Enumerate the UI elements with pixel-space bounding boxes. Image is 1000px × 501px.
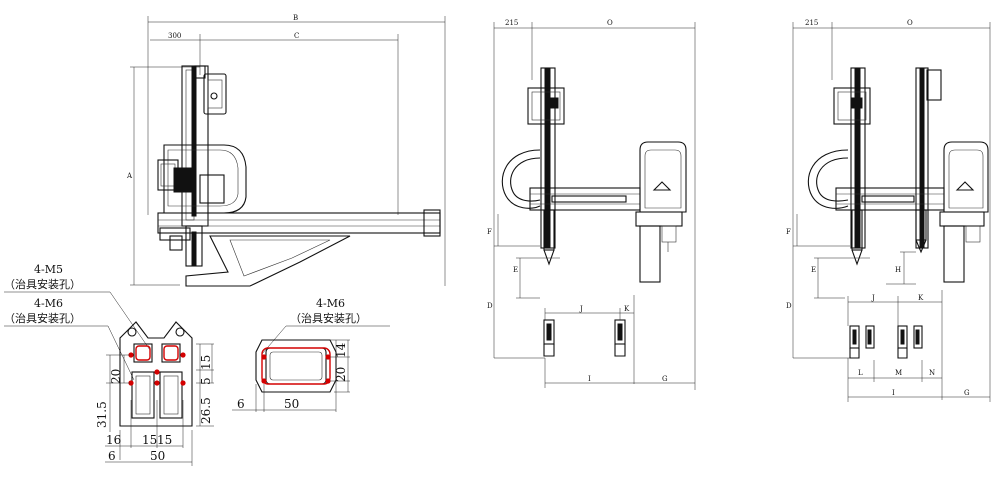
dim-50: 50 (284, 397, 299, 411)
dim-14: 14 (334, 342, 348, 358)
dim-215: 215 (805, 19, 818, 27)
front-view-2: 215 O F D E (786, 19, 991, 402)
callout-m6: 4-M6 (34, 297, 63, 310)
dim-31-5: 31.5 (95, 401, 109, 428)
dim-I: I (588, 375, 591, 383)
dim-E: E (811, 266, 816, 274)
dim-6: 6 (108, 449, 116, 463)
dim-16: 16 (106, 433, 121, 447)
dim-O: O (607, 19, 613, 27)
callout-m6-sub: （治具安装孔） (4, 311, 81, 325)
gripper-pair-right (897, 325, 923, 359)
dim-F: F (487, 228, 492, 236)
dim-15a: 15 (142, 433, 157, 447)
dim-K: K (624, 305, 630, 313)
dim-6: 6 (237, 397, 245, 411)
dim-D: D (786, 302, 792, 310)
gripper-left (543, 319, 555, 357)
dim-300: 300 (168, 32, 181, 40)
callout-m5: 4-M5 (34, 263, 63, 276)
dim-N: N (929, 369, 935, 377)
dim-C: C (294, 32, 299, 40)
gripper-pair-left (849, 325, 875, 359)
side-view: B 300 C A (126, 14, 446, 287)
dim-H: H (895, 266, 901, 274)
front-view-1: 215 O F D E (487, 19, 696, 390)
dim-L: L (858, 369, 863, 377)
fixture-right: 4-M6 （治具安装孔） 20 14 6 50 (232, 297, 390, 412)
dim-15: 15 (199, 355, 213, 370)
dim-A: A (126, 172, 133, 180)
dim-26-5: 26.5 (199, 397, 213, 424)
dim-I: I (892, 389, 895, 397)
dim-F: F (786, 228, 791, 236)
dim-E: E (513, 266, 518, 274)
dim-B: B (293, 14, 298, 22)
callout-m6: 4-M6 (316, 297, 345, 310)
dim-215: 215 (505, 19, 518, 27)
dim-20: 20 (334, 367, 348, 382)
dim-20: 20 (109, 369, 123, 384)
dim-G: G (662, 375, 668, 383)
dim-O: O (907, 19, 913, 27)
dim-G: G (964, 389, 970, 397)
callout-m5-sub: （治具安装孔） (4, 277, 81, 291)
dim-D: D (487, 302, 493, 310)
gripper-right (614, 319, 626, 357)
dim-5: 5 (199, 377, 213, 385)
callout-m6-sub: （治具安装孔） (290, 311, 367, 325)
dim-15b: 15 (157, 433, 172, 447)
dim-K: K (918, 294, 924, 302)
dim-J: J (579, 305, 583, 313)
dim-J: J (871, 294, 875, 302)
fixture-left: 4-M5 （治具安装孔） 4-M6 （治具安装孔） 31.5 20 (4, 263, 214, 466)
dim-50: 50 (150, 449, 165, 463)
dim-M: M (895, 369, 902, 377)
